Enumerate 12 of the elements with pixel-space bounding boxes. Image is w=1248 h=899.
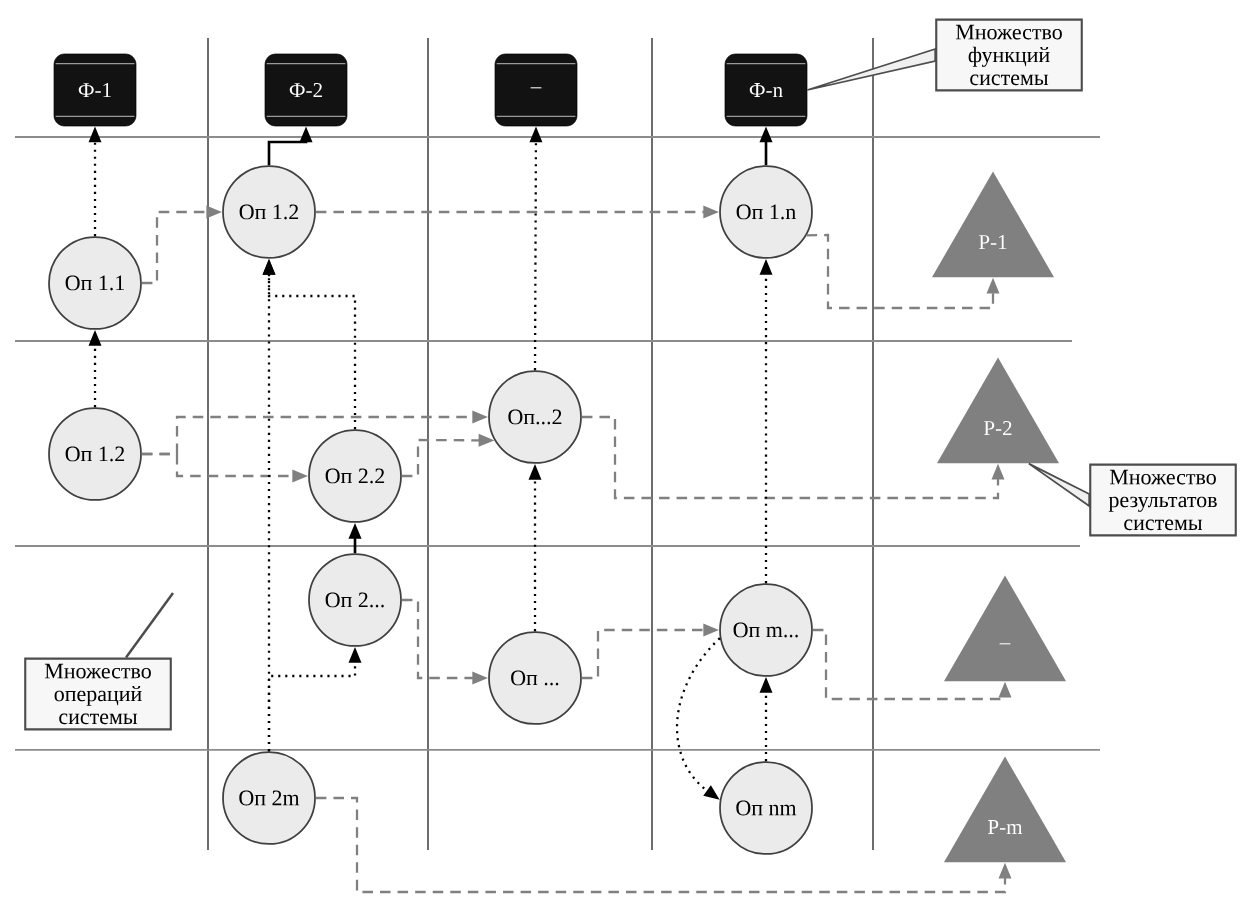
function-box: – xyxy=(494,53,578,127)
callout-box: Множество операций системы xyxy=(24,657,172,731)
result-triangle: Р-2 xyxy=(936,357,1060,464)
function-box: Ф-n xyxy=(724,53,808,127)
result-triangle: – xyxy=(943,575,1067,682)
callout-box: Множество результатов системы xyxy=(1089,463,1237,537)
callout-box: Множество функций системы xyxy=(935,18,1083,92)
function-box: Ф-1 xyxy=(53,53,137,127)
arrow xyxy=(676,637,721,800)
result-triangle: Р-1 xyxy=(931,171,1055,278)
result-triangle: Р-m xyxy=(943,756,1067,863)
function-box: Ф-2 xyxy=(264,53,348,127)
